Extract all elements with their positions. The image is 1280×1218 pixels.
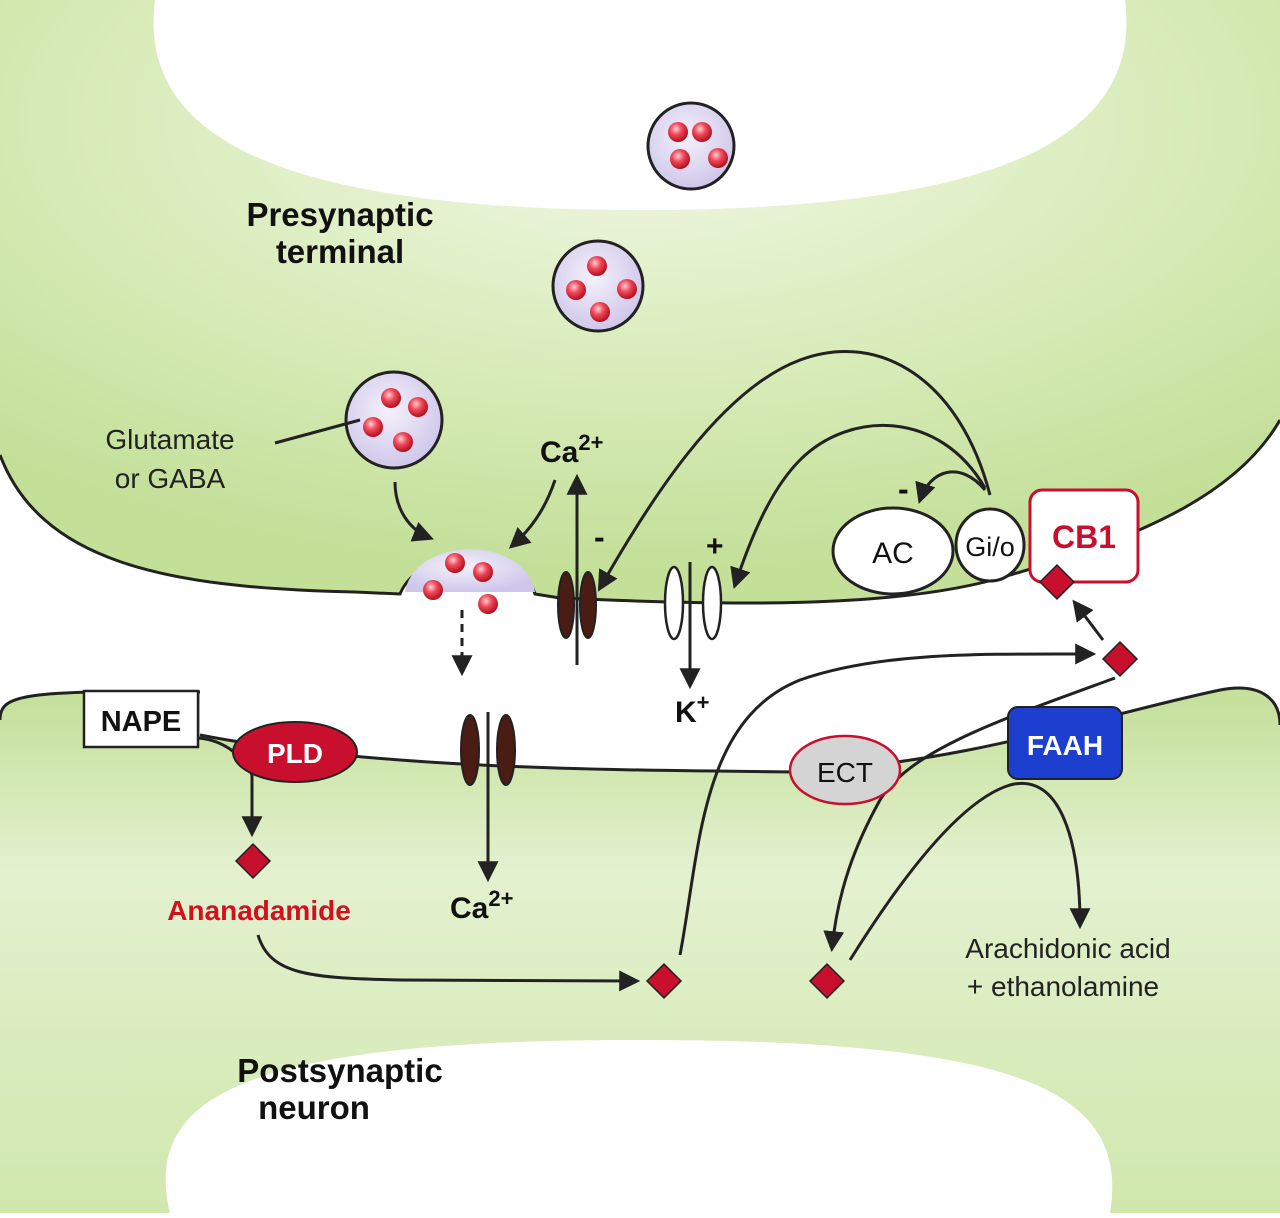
faah-enzyme: FAAH <box>1007 706 1123 780</box>
ca-bottom-label: Ca2+ <box>450 886 513 925</box>
minus-ac-sign: - <box>898 471 909 507</box>
glutamate-label-line1: Glutamate <box>105 424 234 455</box>
presynaptic-title-line2: terminal <box>276 233 404 270</box>
cb1-label: CB1 <box>1052 519 1116 555</box>
postsynaptic-title-line1: Postsynaptic <box>237 1052 442 1089</box>
ect-label: ECT <box>817 757 873 788</box>
postsynaptic-neuron <box>0 688 1280 1213</box>
products-label-line2: + ethanolamine <box>967 971 1159 1002</box>
anandamide-diamond-pld <box>234 842 272 880</box>
vesicle-middle <box>551 239 645 333</box>
ca-top-label: Ca2+ <box>540 430 603 469</box>
faah-label: FAAH <box>1027 730 1103 761</box>
postsynaptic-title-line2: neuron <box>258 1089 370 1126</box>
plus-k-sign: + <box>706 530 724 563</box>
postsynaptic-ca-channel <box>460 712 516 883</box>
anandamide-diamond-right <box>808 962 846 1000</box>
ect-transporter: ECT <box>788 734 902 806</box>
vesicle-left <box>344 370 444 470</box>
ac-label: AC <box>872 537 914 570</box>
ac-enzyme: AC <box>831 506 955 596</box>
vesicle-top <box>646 101 736 191</box>
nape-label: NAPE <box>101 706 182 738</box>
cb1-receptor: CB1 <box>1028 488 1140 584</box>
k-label: K+ <box>675 690 710 729</box>
anandamide-label: Ananadamide <box>167 895 351 926</box>
pld-label: PLD <box>267 738 323 769</box>
vesicle-fusing <box>405 549 535 614</box>
minus-ca-sign: - <box>594 519 605 555</box>
anandamide-diamond-cleft <box>1101 640 1139 678</box>
glutamate-label-line2: or GABA <box>115 463 226 494</box>
pld-enzyme: PLD <box>232 721 358 783</box>
anandamide-diamond-center <box>645 962 683 1000</box>
gio-label: Gi/o <box>965 532 1015 562</box>
presynaptic-k-channel <box>663 562 723 690</box>
presynaptic-ca-channel <box>557 473 597 665</box>
presynaptic-title-line1: Presynaptic <box>246 196 433 233</box>
gio-protein: Gi/o <box>954 507 1026 583</box>
products-label-line1: Arachidonic acid <box>965 933 1170 964</box>
anandamide-diamond-cb1 <box>1038 563 1076 601</box>
nape-box: NAPE <box>82 689 200 749</box>
